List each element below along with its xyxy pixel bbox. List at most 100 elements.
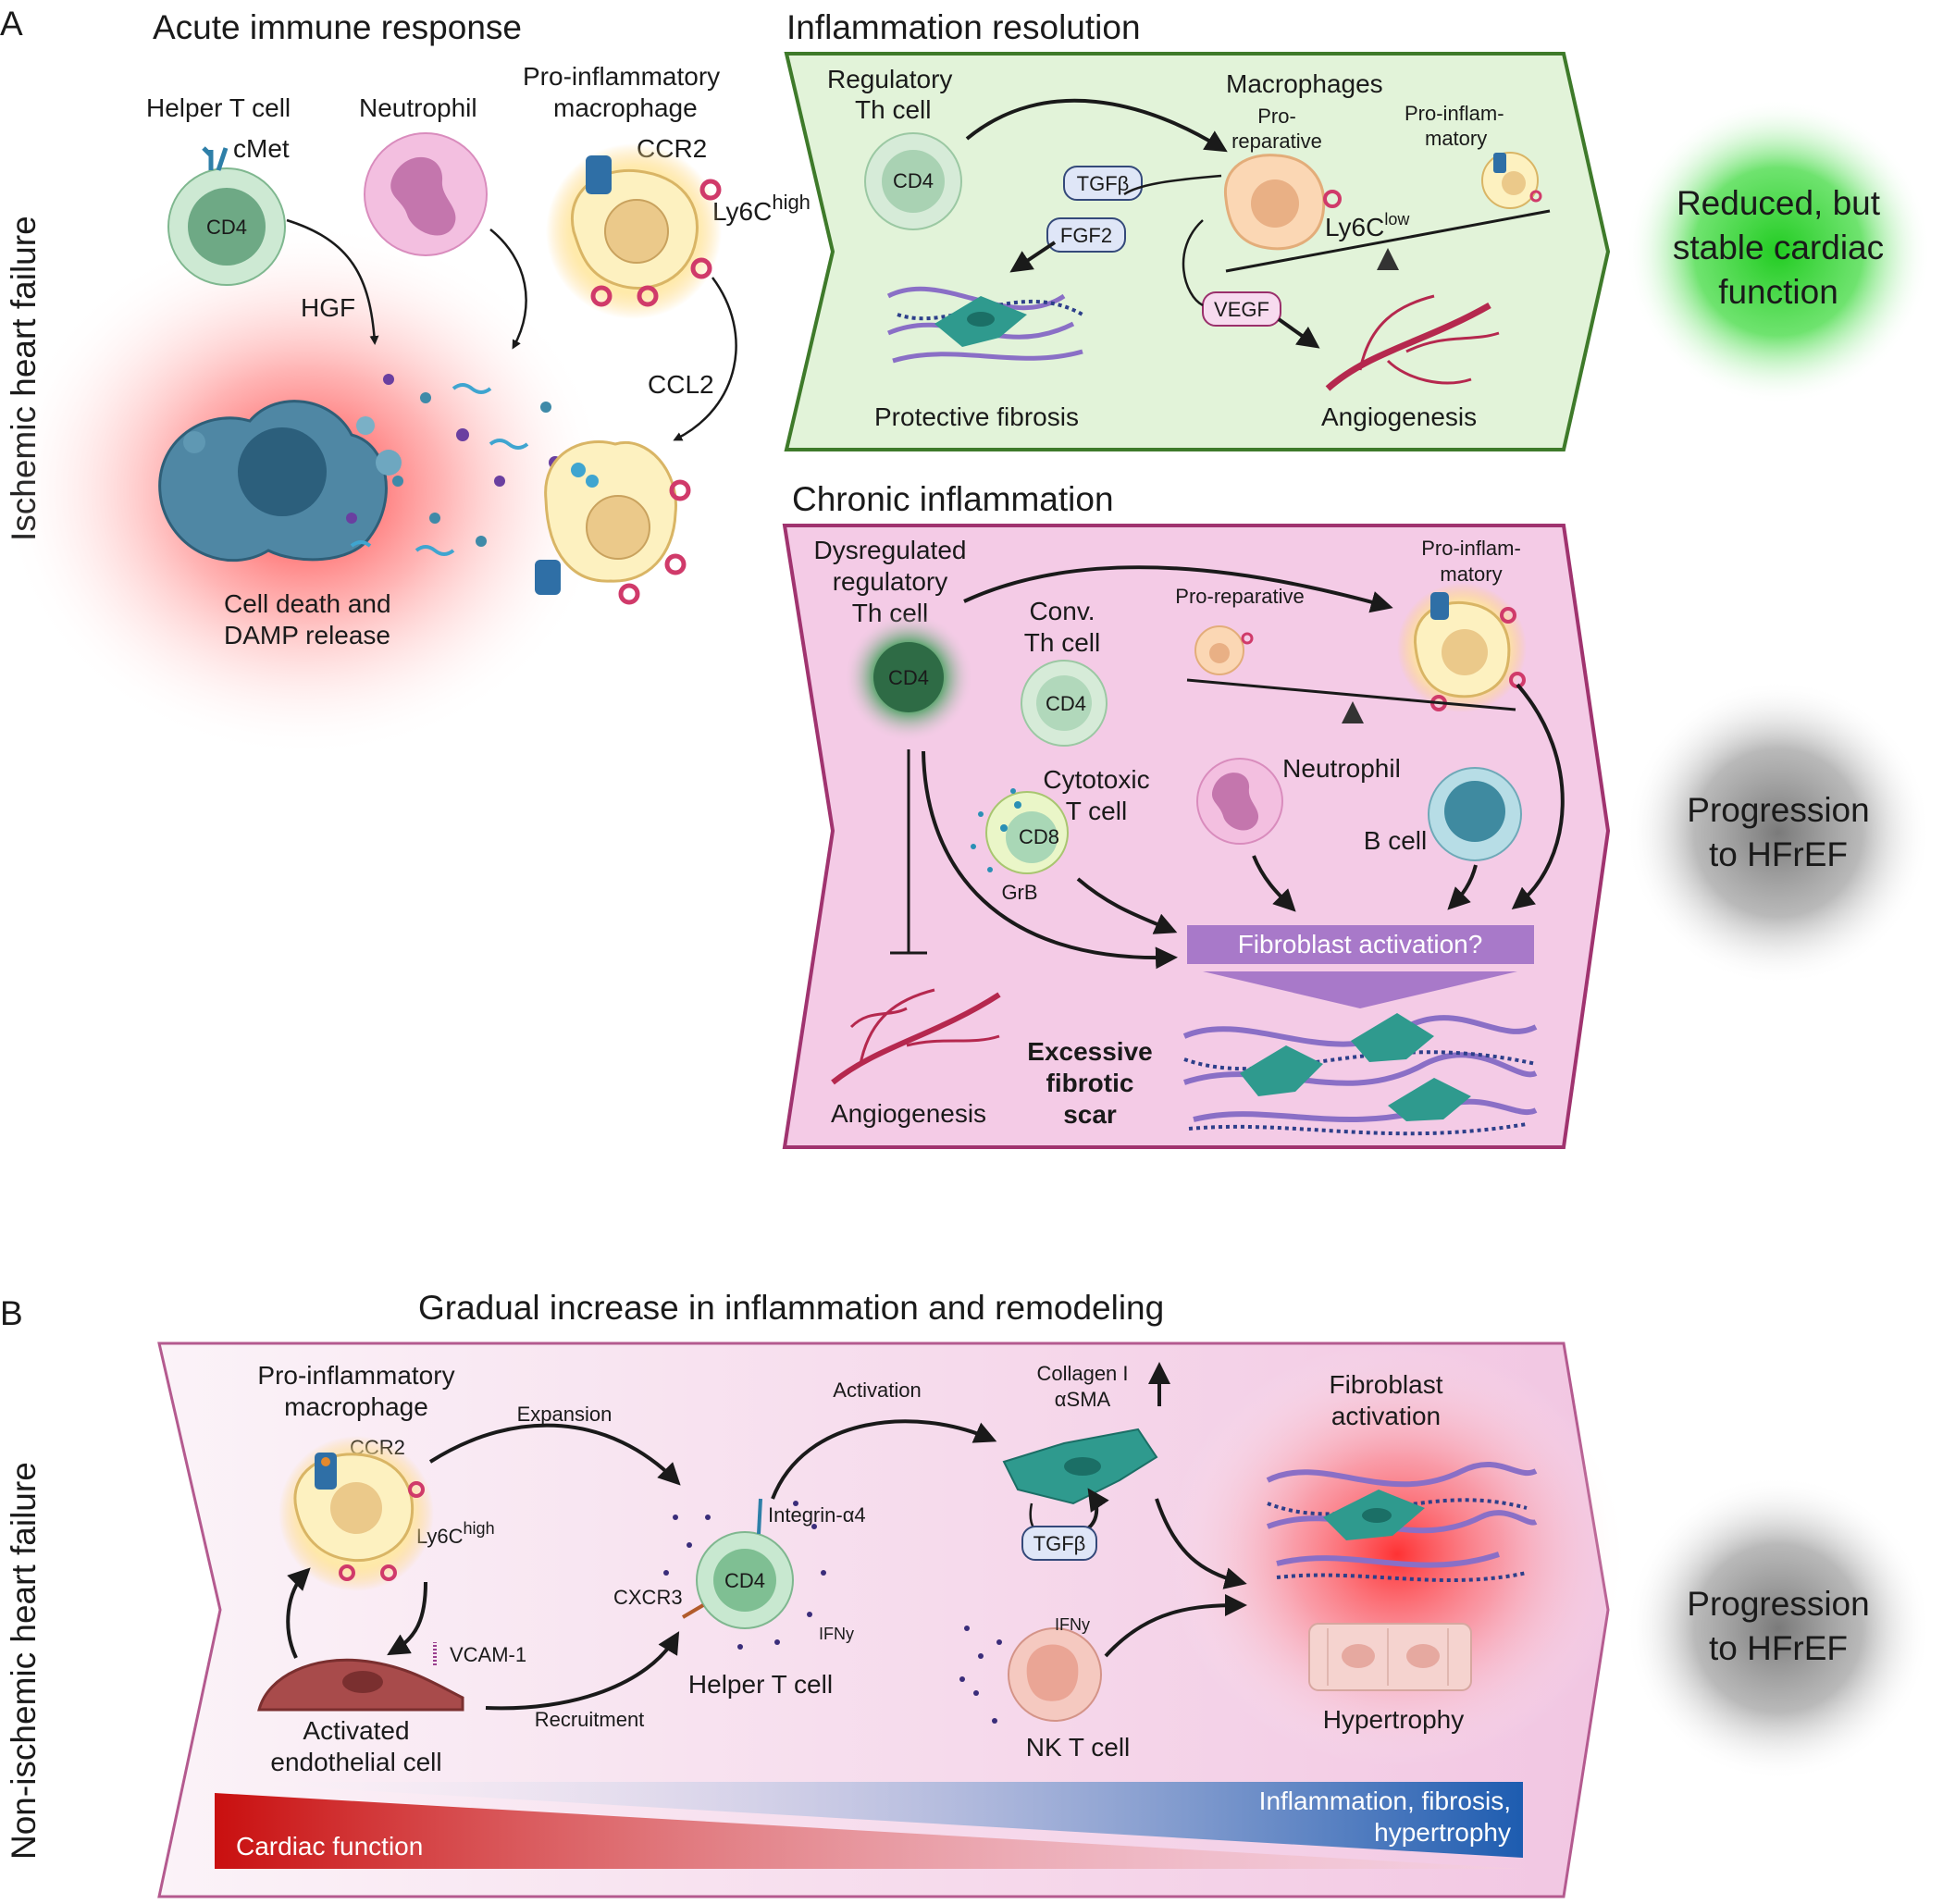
chr-bcell-label: B cell — [1364, 826, 1427, 855]
b-activation-label: Activation — [833, 1379, 921, 1402]
fgf2-to-fibrosis-arrow — [1009, 241, 1057, 273]
chr-dys-cd4: CD4 — [888, 666, 929, 689]
dys-to-fibroblast-arrow — [922, 750, 1178, 970]
b-endo-label-1: Activated — [303, 1716, 409, 1745]
panel-b-title: Gradual increase in inflammation and rem… — [418, 1289, 1164, 1327]
b-tgfb-pill — [1021, 1526, 1097, 1561]
b-helper-t-cell: CD4 — [681, 1498, 794, 1629]
fibroblast-activation-bar — [1187, 925, 1534, 964]
res-tgfb-label: TGFβ — [1077, 172, 1130, 195]
b-integrin-label: Integrin-α4 — [768, 1503, 866, 1527]
chr-cyto-label-1: Cytotoxic — [1043, 765, 1149, 794]
chr-dys-label-1: Dysregulated — [814, 536, 967, 564]
remodeling-red-glow — [1166, 1341, 1628, 1767]
b-hypertrophy-image — [1308, 1623, 1472, 1691]
fibroblast-activation-funnel — [1203, 971, 1517, 1008]
res-cd4: CD4 — [893, 169, 934, 192]
cardiac-function-wedge — [215, 1793, 1523, 1869]
b-outcome-2: to HFrEF — [1709, 1629, 1848, 1667]
res-regulatory-t-cell: CD4 — [864, 132, 962, 230]
chr-neutrophil-cell — [1196, 758, 1283, 845]
hgf-label: HGF — [301, 293, 355, 322]
b-helper-t-label: Helper T cell — [688, 1670, 833, 1699]
b-recruitment-label: Recruitment — [535, 1708, 645, 1731]
acute-helper-t-label: Helper T cell — [146, 93, 291, 122]
b-proinf-macrophage — [278, 1436, 434, 1591]
res-outcome-2: stable cardiac — [1673, 229, 1884, 266]
b-endo-label-2: endothelial cell — [270, 1748, 441, 1776]
res-angio-label: Angiogenesis — [1321, 402, 1477, 431]
b-endothelial-cell — [257, 1642, 464, 1712]
acute-mac-label-1: Pro-inflammatory — [523, 62, 720, 91]
chr-conv-t-cell: CD4 — [1021, 660, 1108, 747]
res-proinf-label-1: Pro-inflam- — [1405, 102, 1504, 125]
res-fibrosis-label: Protective fibrosis — [874, 402, 1079, 431]
chr-prorep-macrophage-small — [1194, 625, 1254, 675]
b-grad-right-label-2: hypertrophy — [1374, 1818, 1511, 1847]
chr-conv-label-2: Th cell — [1024, 628, 1100, 657]
chr-proinf-label-2: matory — [1440, 563, 1502, 586]
res-prorep-label-1: Pro- — [1257, 105, 1296, 128]
b-tgfb-label: TGFβ — [1033, 1532, 1086, 1555]
res-outcome-1: Reduced, but — [1677, 184, 1881, 222]
b-ifny-dots — [663, 1501, 826, 1650]
chronic-outcome-glow — [1626, 680, 1931, 985]
fgf2-pill — [1046, 217, 1126, 253]
acute-neutrophil-label: Neutrophil — [359, 93, 477, 122]
neutrophil-arrow — [489, 229, 527, 350]
chr-angio-label: Angiogenesis — [831, 1099, 986, 1128]
b-outcome-1: Progression — [1687, 1585, 1869, 1623]
ccl2-label: CCL2 — [648, 370, 714, 399]
b-grad-right-label-1: Inflammation, fibrosis, — [1259, 1787, 1511, 1815]
res-seesaw-bar — [1225, 209, 1551, 273]
b-expansion-label: Expansion — [517, 1403, 613, 1426]
acute-mac-label-2: macrophage — [553, 93, 698, 122]
chr-proinf-label-1: Pro-inflam- — [1421, 537, 1521, 560]
chr-scar-label-2: fibrotic — [1046, 1069, 1134, 1097]
neutrophil-to-fibroblast-arrow — [1252, 855, 1296, 912]
b-nkt-cell — [959, 1626, 1102, 1724]
b-cxcr3-label: CXCR3 — [613, 1586, 683, 1609]
chronic-title: Chronic inflammation — [792, 480, 1114, 518]
b-nkt-label: NK T cell — [1026, 1733, 1131, 1762]
dying-cell — [158, 400, 402, 563]
protective-fibrosis-image — [886, 286, 1083, 364]
chr-fibrotic-scar-image — [1182, 1013, 1538, 1136]
res-outcome-3: function — [1718, 273, 1838, 311]
panel-b-letter: B — [0, 1294, 23, 1332]
chr-cyto-label-2: T cell — [1066, 797, 1127, 825]
proinf-to-fibroblast-arrow — [1511, 683, 1565, 910]
b-cd4: CD4 — [724, 1569, 765, 1592]
res-proinf-label-2: matory — [1425, 127, 1487, 150]
chr-fibro-act-label: Fibroblast activation? — [1238, 930, 1483, 958]
inflammation-wedge — [215, 1782, 1523, 1858]
recruitment-arrow — [485, 1631, 680, 1711]
panel-a-letter: A — [0, 5, 23, 43]
expansion-arrow — [428, 1423, 681, 1486]
b-fib-label-2: activation — [1331, 1402, 1441, 1430]
phagocytic-macrophage — [535, 440, 691, 605]
chr-prorep-label: Pro-reparative — [1175, 585, 1304, 608]
acute-ly6c-label: Ly6Chigh — [712, 191, 811, 226]
res-proinf-macrophage-small — [1481, 152, 1542, 209]
chr-b-cell — [1428, 767, 1522, 861]
res-fgf2-label: FGF2 — [1060, 224, 1112, 247]
chr-seesaw-pivot — [1342, 701, 1364, 723]
chr-neutrophil-label: Neutrophil — [1282, 754, 1401, 783]
res-angiogenesis-image — [1325, 294, 1500, 391]
hgf-arrow — [286, 218, 379, 345]
chr-seesaw-bar — [1186, 678, 1516, 711]
chr-dys-label-2: regulatory — [833, 567, 948, 596]
macrophage-to-vegf-line — [1182, 219, 1204, 307]
res-vegf-label: VEGF — [1214, 298, 1269, 321]
chr-cytotoxic-t-cell: CD8 — [971, 788, 1069, 874]
chr-conv-cd4: CD4 — [1046, 692, 1086, 715]
nkt-to-remodel-arrow — [1104, 1594, 1247, 1658]
res-prorep-macrophage — [1224, 154, 1342, 251]
tgfb-pill — [1063, 166, 1143, 201]
cyto-to-fibroblast-arrow — [1076, 877, 1178, 934]
res-reg-label-1: Regulatory — [827, 65, 952, 93]
acute-cmet-label: cMet — [233, 134, 290, 163]
dys-to-proinf-arrow — [963, 565, 1393, 613]
chr-scar-label-3: scar — [1063, 1100, 1117, 1129]
